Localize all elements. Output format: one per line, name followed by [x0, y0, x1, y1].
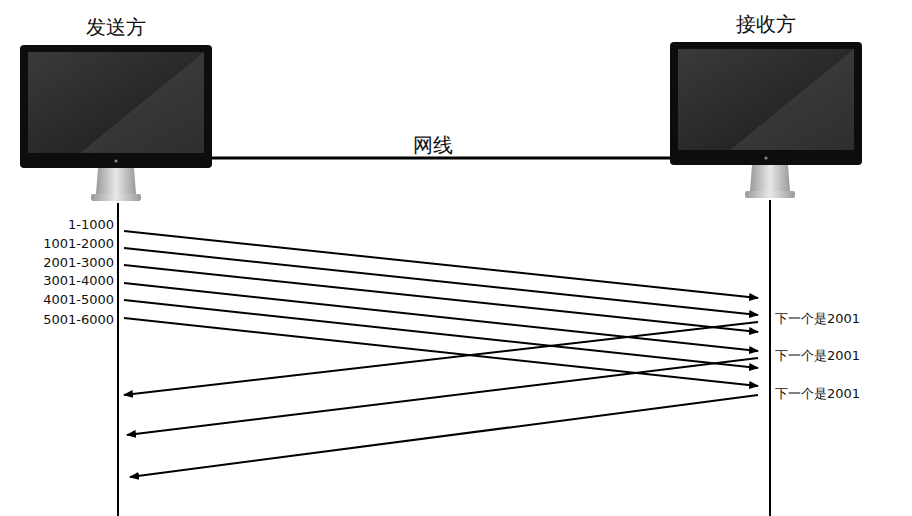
packet-arrow	[124, 231, 758, 298]
monitor-node: 接收方	[670, 5, 862, 202]
monitor-neck	[96, 168, 136, 194]
monitor-frame	[20, 45, 212, 168]
byte-range-label: 1001-2000	[43, 235, 114, 252]
ack-arrow	[130, 395, 758, 477]
station-heading: 发送方	[20, 14, 212, 41]
monitor-base	[91, 194, 141, 201]
screen-reflection	[80, 52, 204, 153]
ack-arrow	[127, 358, 758, 435]
receiver-timeline	[769, 200, 771, 516]
byte-range-label: 4001-5000	[43, 291, 114, 308]
monitor-screen	[678, 49, 854, 150]
ack-arrow	[124, 322, 758, 395]
ack-label: 下一个是2001	[775, 310, 860, 327]
packet-arrow	[124, 318, 758, 386]
power-dot	[764, 156, 767, 159]
cable-line	[212, 157, 670, 160]
screen-reflection	[730, 49, 854, 150]
byte-range-label: 2001-3000	[43, 254, 114, 271]
monitor-frame	[670, 42, 862, 165]
station-heading: 接收方	[670, 11, 862, 38]
cable-label: 网线	[413, 134, 453, 156]
monitor-neck	[750, 165, 790, 191]
packet-arrow	[124, 248, 758, 315]
sender-timeline	[117, 203, 119, 516]
byte-range-label: 5001-6000	[43, 311, 114, 328]
byte-range-label: 3001-4000	[43, 272, 114, 289]
byte-range-label: 1-1000	[68, 216, 114, 233]
packet-arrow	[124, 265, 758, 332]
monitor-screen	[28, 52, 204, 153]
ack-label: 下一个是2001	[775, 347, 860, 364]
power-dot	[114, 159, 117, 162]
monitor-base	[745, 191, 795, 198]
monitor-node: 发送方	[20, 8, 212, 205]
packet-arrow	[124, 283, 758, 351]
ack-label: 下一个是2001	[775, 385, 860, 402]
